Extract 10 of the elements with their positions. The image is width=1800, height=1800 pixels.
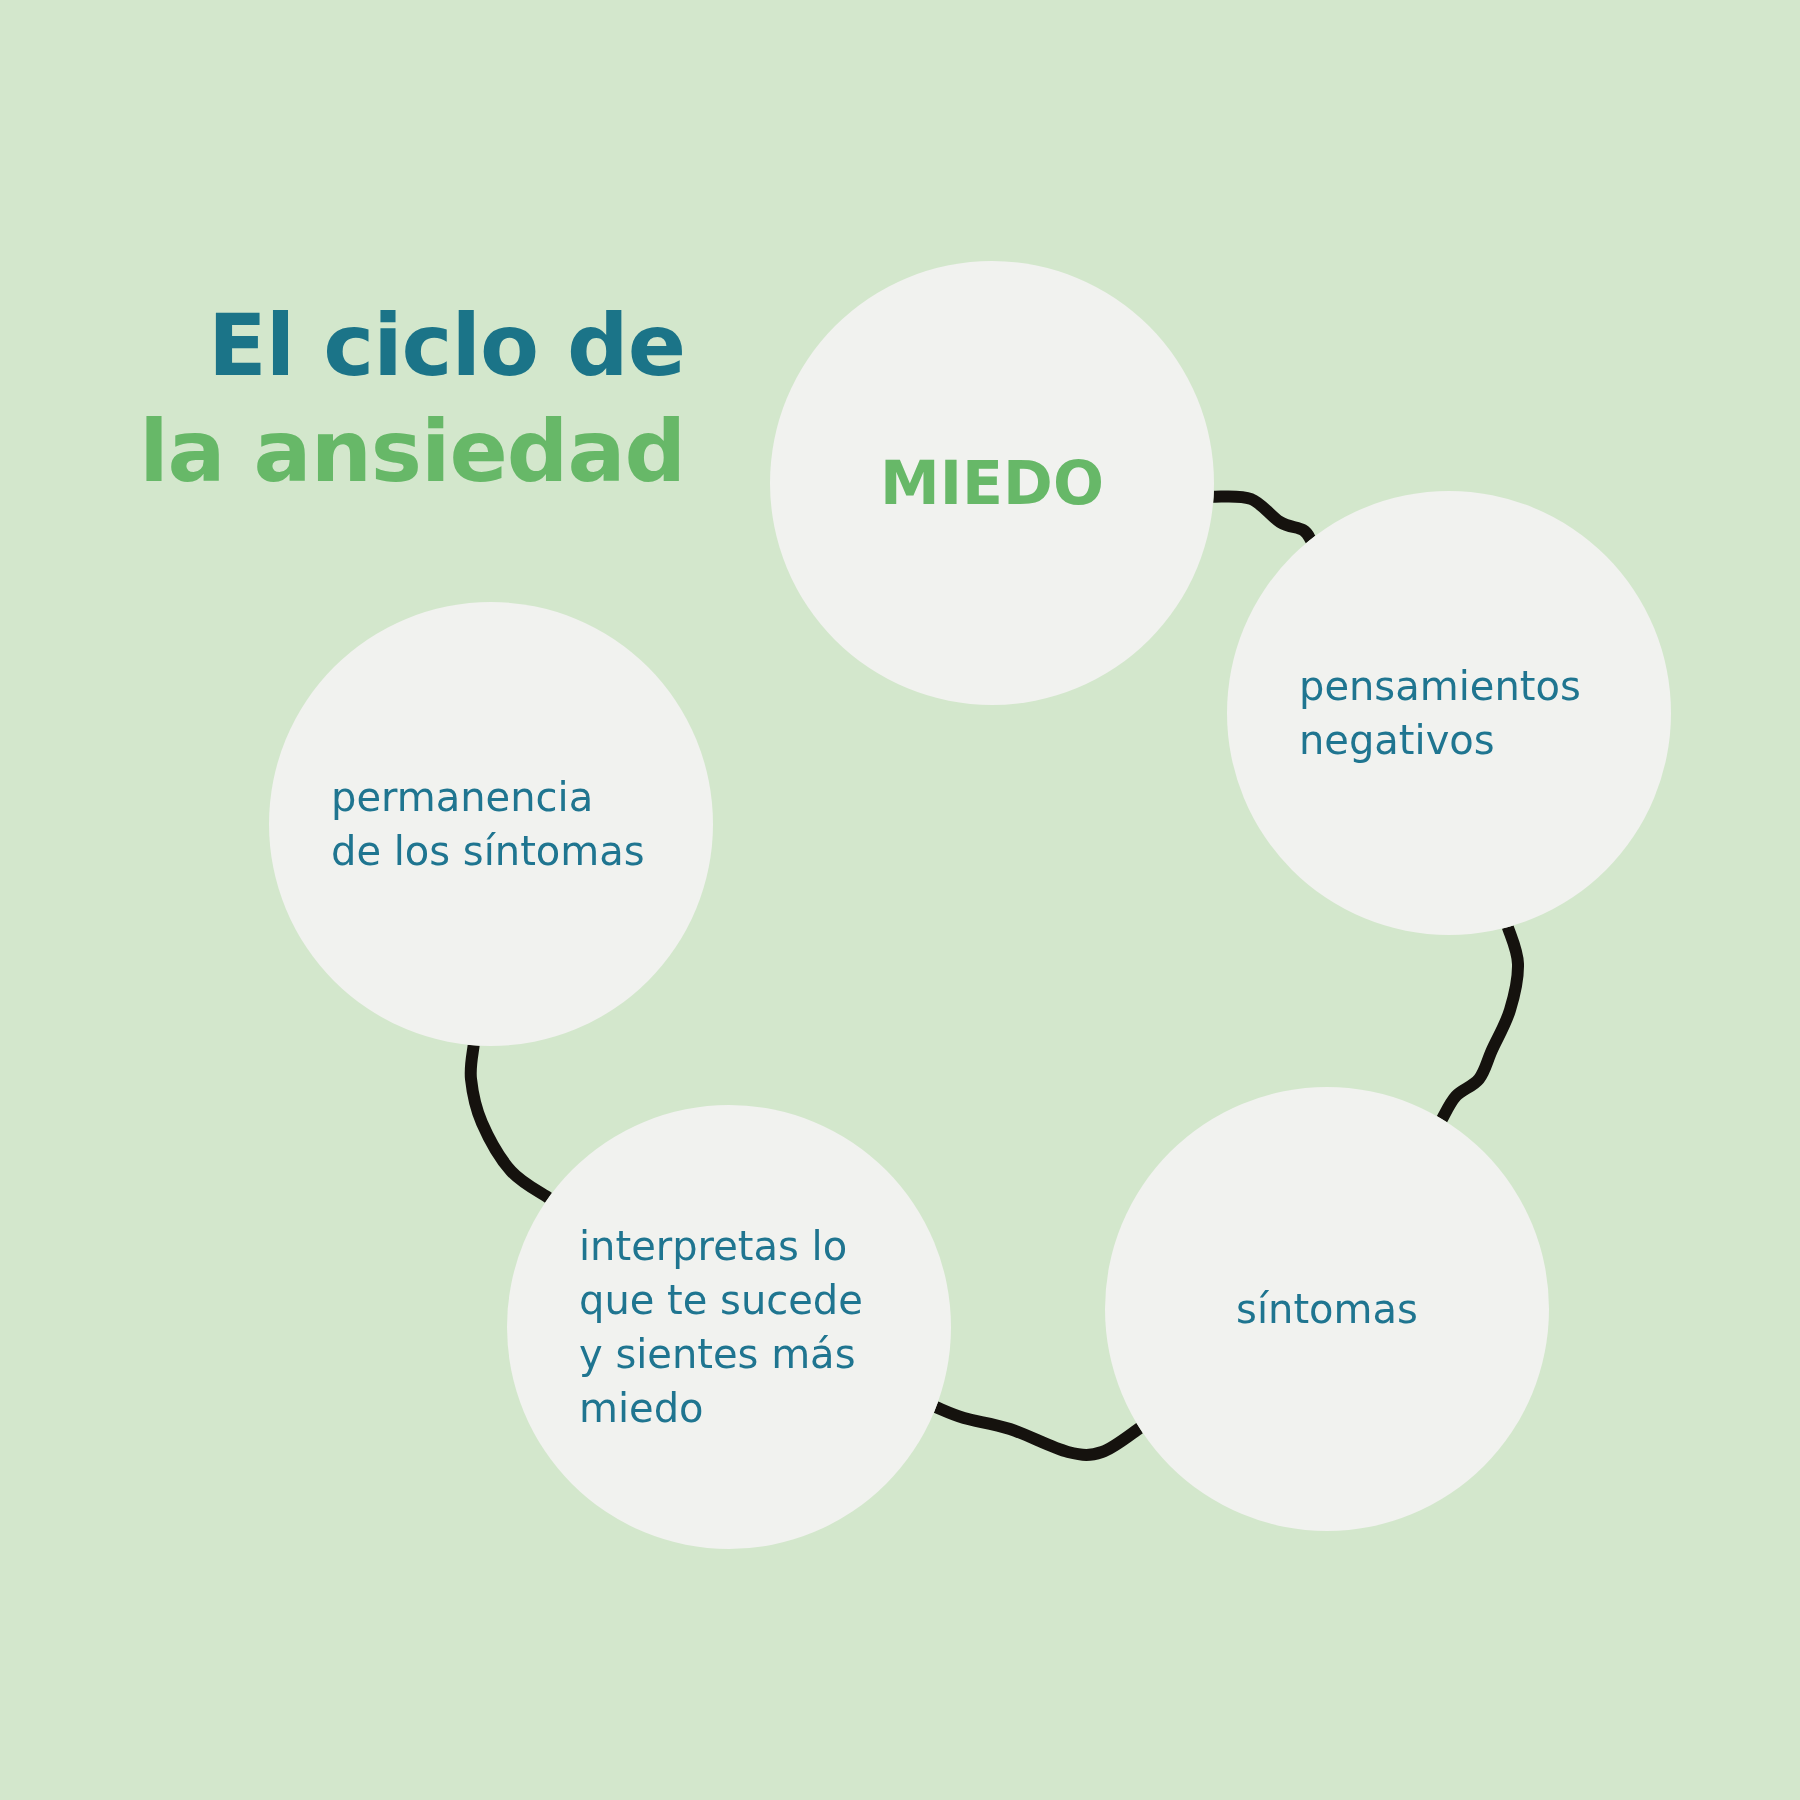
node-heading: MIEDO — [880, 447, 1104, 519]
node-text: interpretas lo que te sucede y sientes más miedo — [579, 1222, 864, 1433]
connector-line — [1436, 925, 1524, 1122]
node-text: síntomas — [1236, 1285, 1418, 1334]
node-text: pensamientos negativos — [1299, 662, 1582, 765]
node-text: permanencia de los síntomas — [331, 773, 646, 876]
connector-line — [1213, 490, 1316, 543]
connector-line — [464, 1044, 552, 1203]
connector-line — [933, 1401, 1143, 1461]
title: El ciclo de la ansiedad — [138, 294, 685, 503]
